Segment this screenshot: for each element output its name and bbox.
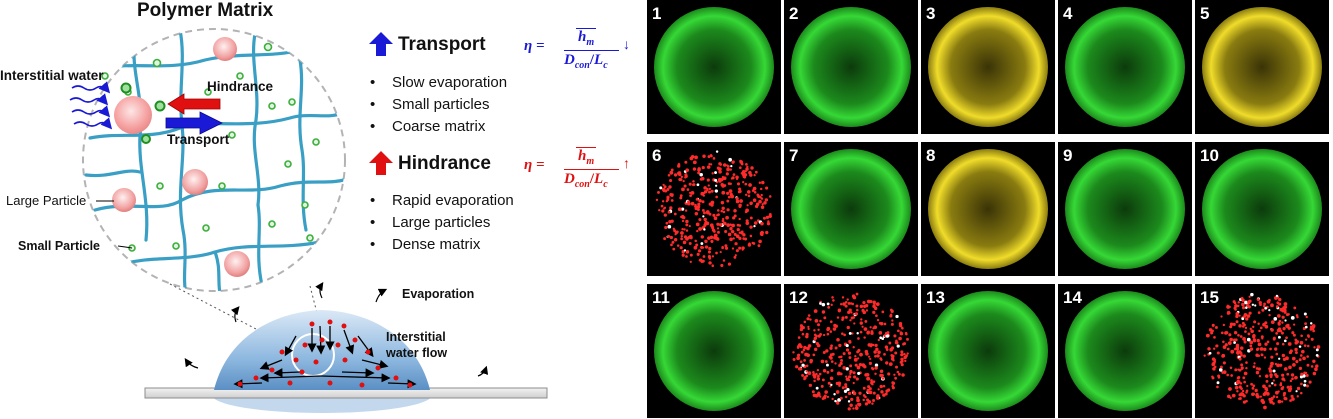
- transport-arrow: [165, 111, 223, 135]
- microscopy-panel: 12: [784, 284, 918, 418]
- large-particles: [112, 37, 250, 277]
- microscopy-panel: 10: [1195, 142, 1329, 276]
- transport-heading: Transport: [398, 34, 486, 55]
- hindrance-arrow: [167, 93, 221, 115]
- panel-number: 13: [926, 288, 945, 307]
- microscopy-panel: 14: [1058, 284, 1192, 418]
- droplet-image: [791, 149, 911, 269]
- panel-number: 11: [652, 288, 670, 307]
- droplet-image: [1202, 149, 1322, 269]
- droplet-image: [1065, 149, 1185, 269]
- interstitial-water-arrows: [69, 81, 113, 130]
- eq-fraction-bar: [564, 50, 619, 51]
- panel-number: 5: [1200, 4, 1210, 23]
- panel-number: 2: [789, 4, 799, 23]
- hindrance-up-arrow-icon: [369, 151, 393, 175]
- panel-number: 8: [926, 146, 936, 165]
- large-particle-label: Large Particle: [6, 193, 87, 208]
- droplet-image: [1202, 291, 1322, 411]
- microscopy-panel: 15: [1195, 284, 1329, 418]
- microscopy-panel: 1: [647, 0, 781, 134]
- droplet-image: [1065, 291, 1185, 411]
- panel-number: 12: [789, 288, 808, 307]
- schematic-diagram: [69, 28, 548, 413]
- droplet-particles: [237, 319, 413, 388]
- droplet-image: [791, 7, 911, 127]
- droplet-image: [1202, 7, 1322, 127]
- panel-number: 10: [1200, 146, 1219, 165]
- small-particles: [101, 42, 320, 252]
- small-particle-label: Small Particle: [18, 239, 100, 253]
- microscopy-panel: 4: [1058, 0, 1192, 134]
- transport-bullet: Slow evaporation: [370, 74, 507, 91]
- eq-denominator: Dcon/Lc: [564, 171, 608, 190]
- microscopy-panel: 7: [784, 142, 918, 276]
- droplet-image: [928, 291, 1048, 411]
- droplet-image: [654, 7, 774, 127]
- eq-numerator: hm: [576, 147, 597, 167]
- flow-label-line2: water flow: [386, 346, 448, 360]
- eq-fraction-bar: [564, 169, 619, 170]
- evaporation-arrows: [184, 282, 489, 377]
- transport-bullet: Small particles: [370, 96, 490, 113]
- microscopy-panel: 6: [647, 142, 781, 276]
- hindrance-heading: Hindrance: [398, 153, 491, 174]
- droplet-image: [654, 149, 774, 269]
- magnified-matrix-view: [69, 28, 346, 292]
- microscopy-panel: 2: [784, 0, 918, 134]
- hindrance-bullet: Rapid evaporation: [370, 192, 514, 209]
- panel-number: 7: [789, 146, 799, 165]
- panel-number: 3: [926, 4, 936, 23]
- eq-numerator: hm: [576, 28, 597, 48]
- microscopy-panel: 3: [921, 0, 1055, 134]
- eq-denominator: Dcon/Lc: [564, 52, 608, 71]
- microscopy-panel: 13: [921, 284, 1055, 418]
- droplet-image: [791, 291, 911, 411]
- droplet-image: [928, 149, 1048, 269]
- hindrance-bullet: Large particles: [370, 214, 490, 231]
- microscopy-panel: 5: [1195, 0, 1329, 134]
- panel-number: 9: [1063, 146, 1073, 165]
- transport-label: Transport: [167, 132, 230, 147]
- transport-up-arrow-icon: [369, 32, 393, 56]
- hindrance-label: Hindrance: [207, 79, 274, 94]
- interstitial-water-label: Interstitial water: [0, 68, 104, 83]
- droplet-image: [928, 7, 1048, 127]
- droplet-image: [654, 291, 774, 411]
- microscopy-panel: 11: [647, 284, 781, 418]
- panel-number: 6: [652, 146, 662, 165]
- panel-number: 14: [1063, 288, 1082, 307]
- droplet-image: [1065, 7, 1185, 127]
- evaporation-label: Evaporation: [402, 287, 475, 301]
- microscopy-panel: 8: [921, 142, 1055, 276]
- panel-number: 1: [652, 4, 662, 23]
- droplet: [144, 282, 548, 413]
- schematic-title: Polymer Matrix: [137, 0, 274, 21]
- hindrance-bullet: Dense matrix: [370, 236, 480, 253]
- panel-number: 4: [1063, 4, 1073, 23]
- microscopy-panel: 9: [1058, 142, 1192, 276]
- flow-label-line1: Interstitial: [386, 330, 446, 344]
- panel-number: 15: [1200, 288, 1219, 307]
- transport-bullet: Coarse matrix: [370, 118, 485, 135]
